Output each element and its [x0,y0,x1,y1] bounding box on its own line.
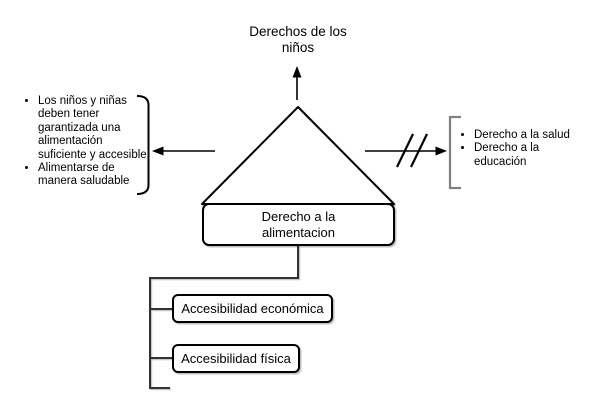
diagram-title: Derechos de los niños [249,24,347,55]
right-note: Derecho a la salud Derecho a la educació… [460,129,586,169]
left-note: Los niños y niñas deben tener garantizad… [24,95,156,189]
right-arrow [365,146,447,156]
left-note-bullet-1: Los niños y niñas deben tener garantizad… [38,95,156,162]
right-note-bullet-1: Derecho a la salud [474,129,586,142]
up-arrow [292,66,302,100]
node-accesibilidad-fisica: Accesibilidad física [172,344,300,373]
node-accesibilidad-economica: Accesibilidad económica [172,294,333,323]
node-derecho-alimentacion: Derecho a la alimentacion [202,203,395,246]
triangle-roof [201,106,395,205]
double-slash-icon [396,133,428,168]
left-note-bullet-2: Alimentarse de manera saludable [38,162,156,189]
right-note-bullet-2: Derecho a la educación [474,142,586,169]
left-arrow [152,146,215,156]
